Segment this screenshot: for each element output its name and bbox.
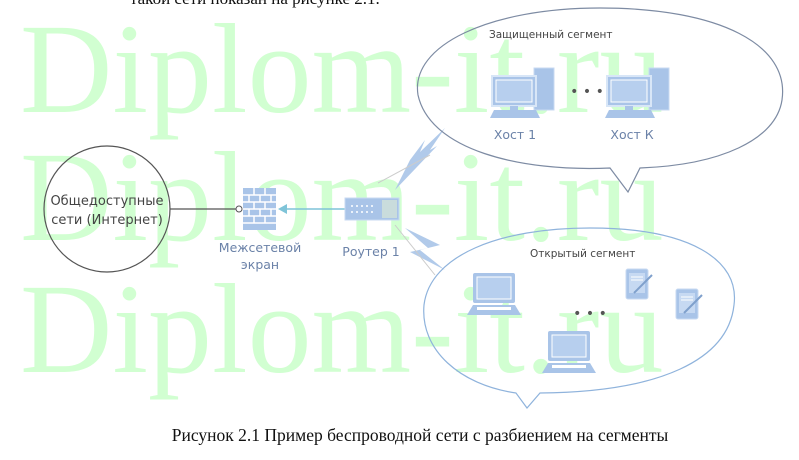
open-segment-title: Открытый сегмент (530, 248, 635, 260)
tablet-icon (675, 288, 703, 320)
firewall-label: экран (241, 257, 279, 272)
watermark-text: Diplom-it.ru (20, 258, 664, 400)
router-label: Роутер 1 (342, 244, 399, 259)
desktop-computer-icon (604, 67, 670, 119)
host-label: Хост К (610, 127, 653, 142)
internet-label: Общедоступные (50, 194, 163, 209)
laptop-icon (466, 272, 522, 316)
router-icon (344, 197, 400, 221)
figure-caption: Рисунок 2.1 Пример беспроводной сети с р… (172, 425, 669, 445)
internet-label: сети (Интернет) (51, 213, 163, 228)
laptop-icon (541, 330, 597, 374)
wireless-signal-icon (395, 128, 445, 190)
host-label: Хост 1 (494, 127, 536, 142)
signal-line (394, 224, 436, 276)
firewall-label: Межсетевой (219, 240, 301, 255)
ellipsis: • • • (573, 306, 607, 322)
open-segment-bubble (423, 227, 736, 409)
protected-segment-title: Защищенный сегмент (489, 29, 613, 41)
ellipsis: • • • (570, 84, 604, 100)
desktop-computer-icon (489, 67, 555, 119)
body-text-fragment: такой сети показан на рисунке 2.1. (130, 0, 380, 8)
watermark-text: Diplom-it.ru (20, 0, 664, 140)
connector-dot (235, 205, 243, 213)
firewall-icon (243, 188, 276, 230)
arrow-head-icon (278, 204, 287, 214)
tablet-icon (625, 268, 653, 300)
protected-segment-bubble (416, 7, 784, 194)
signal-line (377, 154, 431, 184)
